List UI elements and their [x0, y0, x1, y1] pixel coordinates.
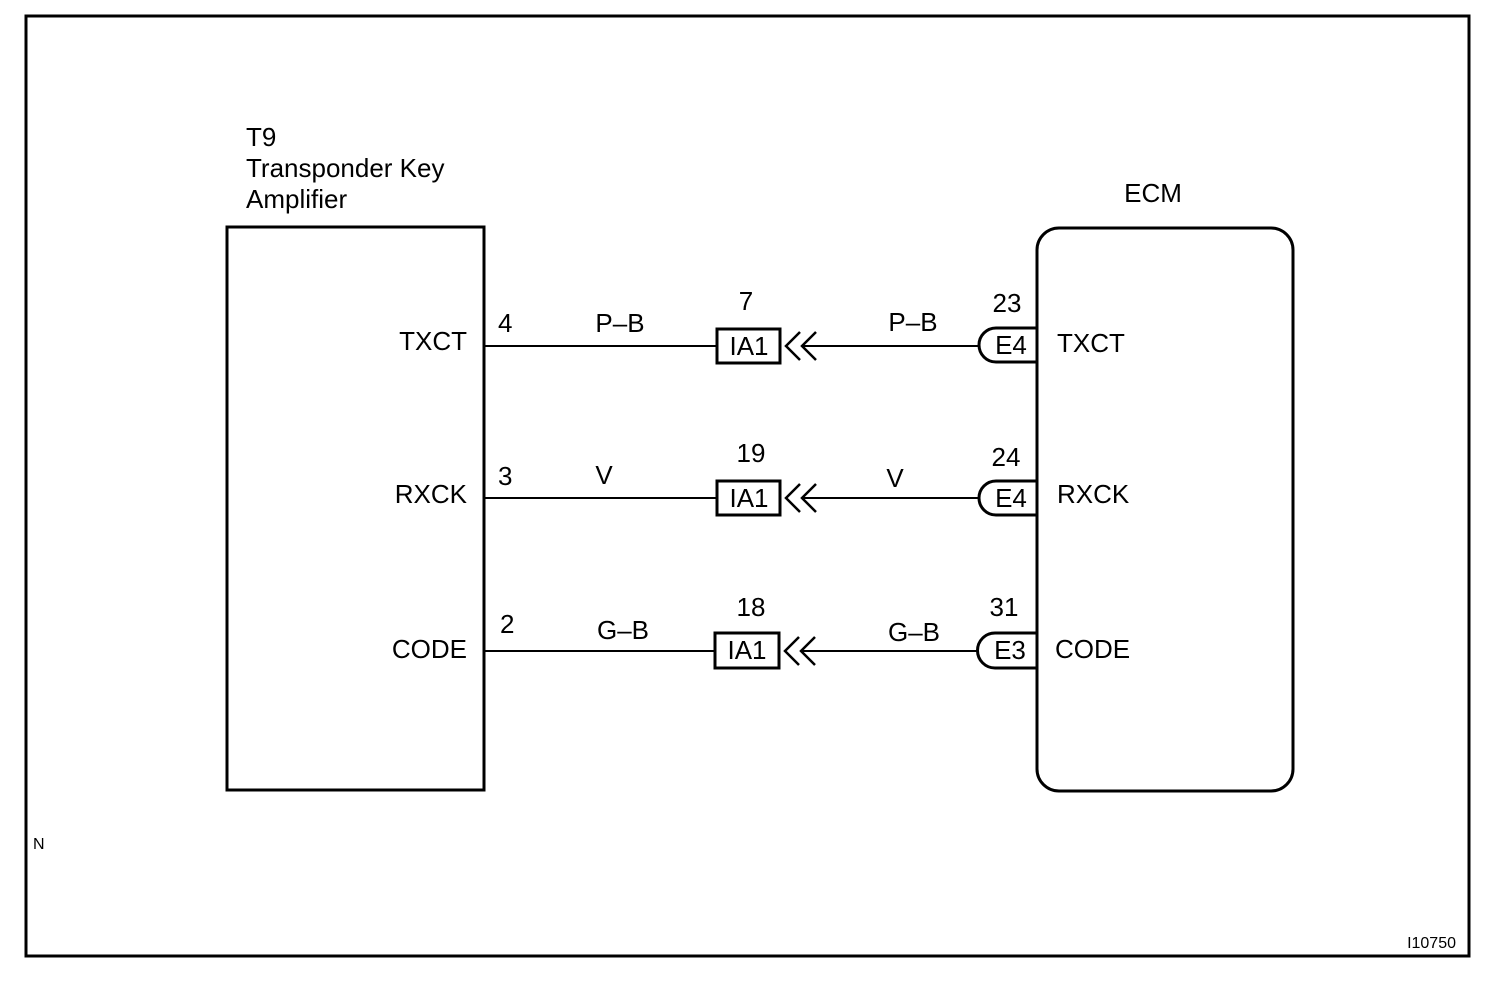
ecm-pin-number: 24: [992, 442, 1021, 472]
ecm-connector-label: E3: [994, 635, 1026, 665]
wire-txct: TXCT 4 P–B 7 IA1 P–B 23 E4 TXCT: [399, 286, 1125, 365]
figure-code: I10750: [1407, 935, 1456, 952]
junction-pin-number: 7: [739, 286, 753, 316]
ecm-connector-pill: [977, 479, 1039, 517]
amp-terminal-label: RXCK: [395, 479, 468, 509]
ecm-connector-pill: [977, 326, 1039, 364]
wire-rxck: RXCK 3 V 19 IA1 V 24 E4 RXCK: [395, 438, 1130, 517]
corner-mark: N: [33, 836, 45, 853]
junction-connector-label: IA1: [729, 331, 768, 361]
wire-color-right: V: [886, 463, 904, 493]
amplifier-name-line2: Amplifier: [246, 184, 347, 214]
amplifier-name-line1: Transponder Key: [246, 153, 444, 183]
amplifier-id: T9: [246, 122, 276, 152]
diagram-frame: [24, 14, 1471, 958]
amplifier-box: [225, 225, 486, 792]
junction-connector-box: [713, 631, 781, 670]
amp-pin-number: 2: [500, 609, 514, 639]
ecm-terminal-label: RXCK: [1057, 479, 1130, 509]
junction-connector-box: [715, 479, 782, 517]
amp-terminal-label: TXCT: [399, 326, 467, 356]
wire-color-left: P–B: [595, 308, 644, 338]
wire-color-right: P–B: [888, 307, 937, 337]
junction-connector-label: IA1: [727, 635, 766, 665]
junction-pin-number: 19: [737, 438, 766, 468]
junction-connector-box: [715, 327, 782, 365]
amp-pin-number: 3: [498, 461, 512, 491]
ecm-pin-number: 31: [990, 592, 1019, 622]
wire-color-left: G–B: [597, 615, 649, 645]
ecm-connector-label: E4: [995, 330, 1027, 360]
junction-pin-number: 18: [737, 592, 766, 622]
ecm-connector-label: E4: [995, 483, 1027, 513]
ecm-title: ECM: [1124, 178, 1182, 208]
junction-connector-label: IA1: [729, 483, 768, 513]
ecm-terminal-label: CODE: [1055, 634, 1130, 664]
amp-pin-number: 4: [498, 308, 512, 338]
wire-code: CODE 2 G–B 18 IA1 G–B 31 E3 CODE: [392, 592, 1130, 670]
wire-color-left: V: [595, 460, 613, 490]
ecm-pin-number: 23: [993, 288, 1022, 318]
wire-color-right: G–B: [888, 617, 940, 647]
ecm-box: [1035, 226, 1295, 793]
ecm-connector-pill: [976, 631, 1039, 670]
amp-terminal-label: CODE: [392, 634, 467, 664]
ecm-terminal-label: TXCT: [1057, 328, 1125, 358]
